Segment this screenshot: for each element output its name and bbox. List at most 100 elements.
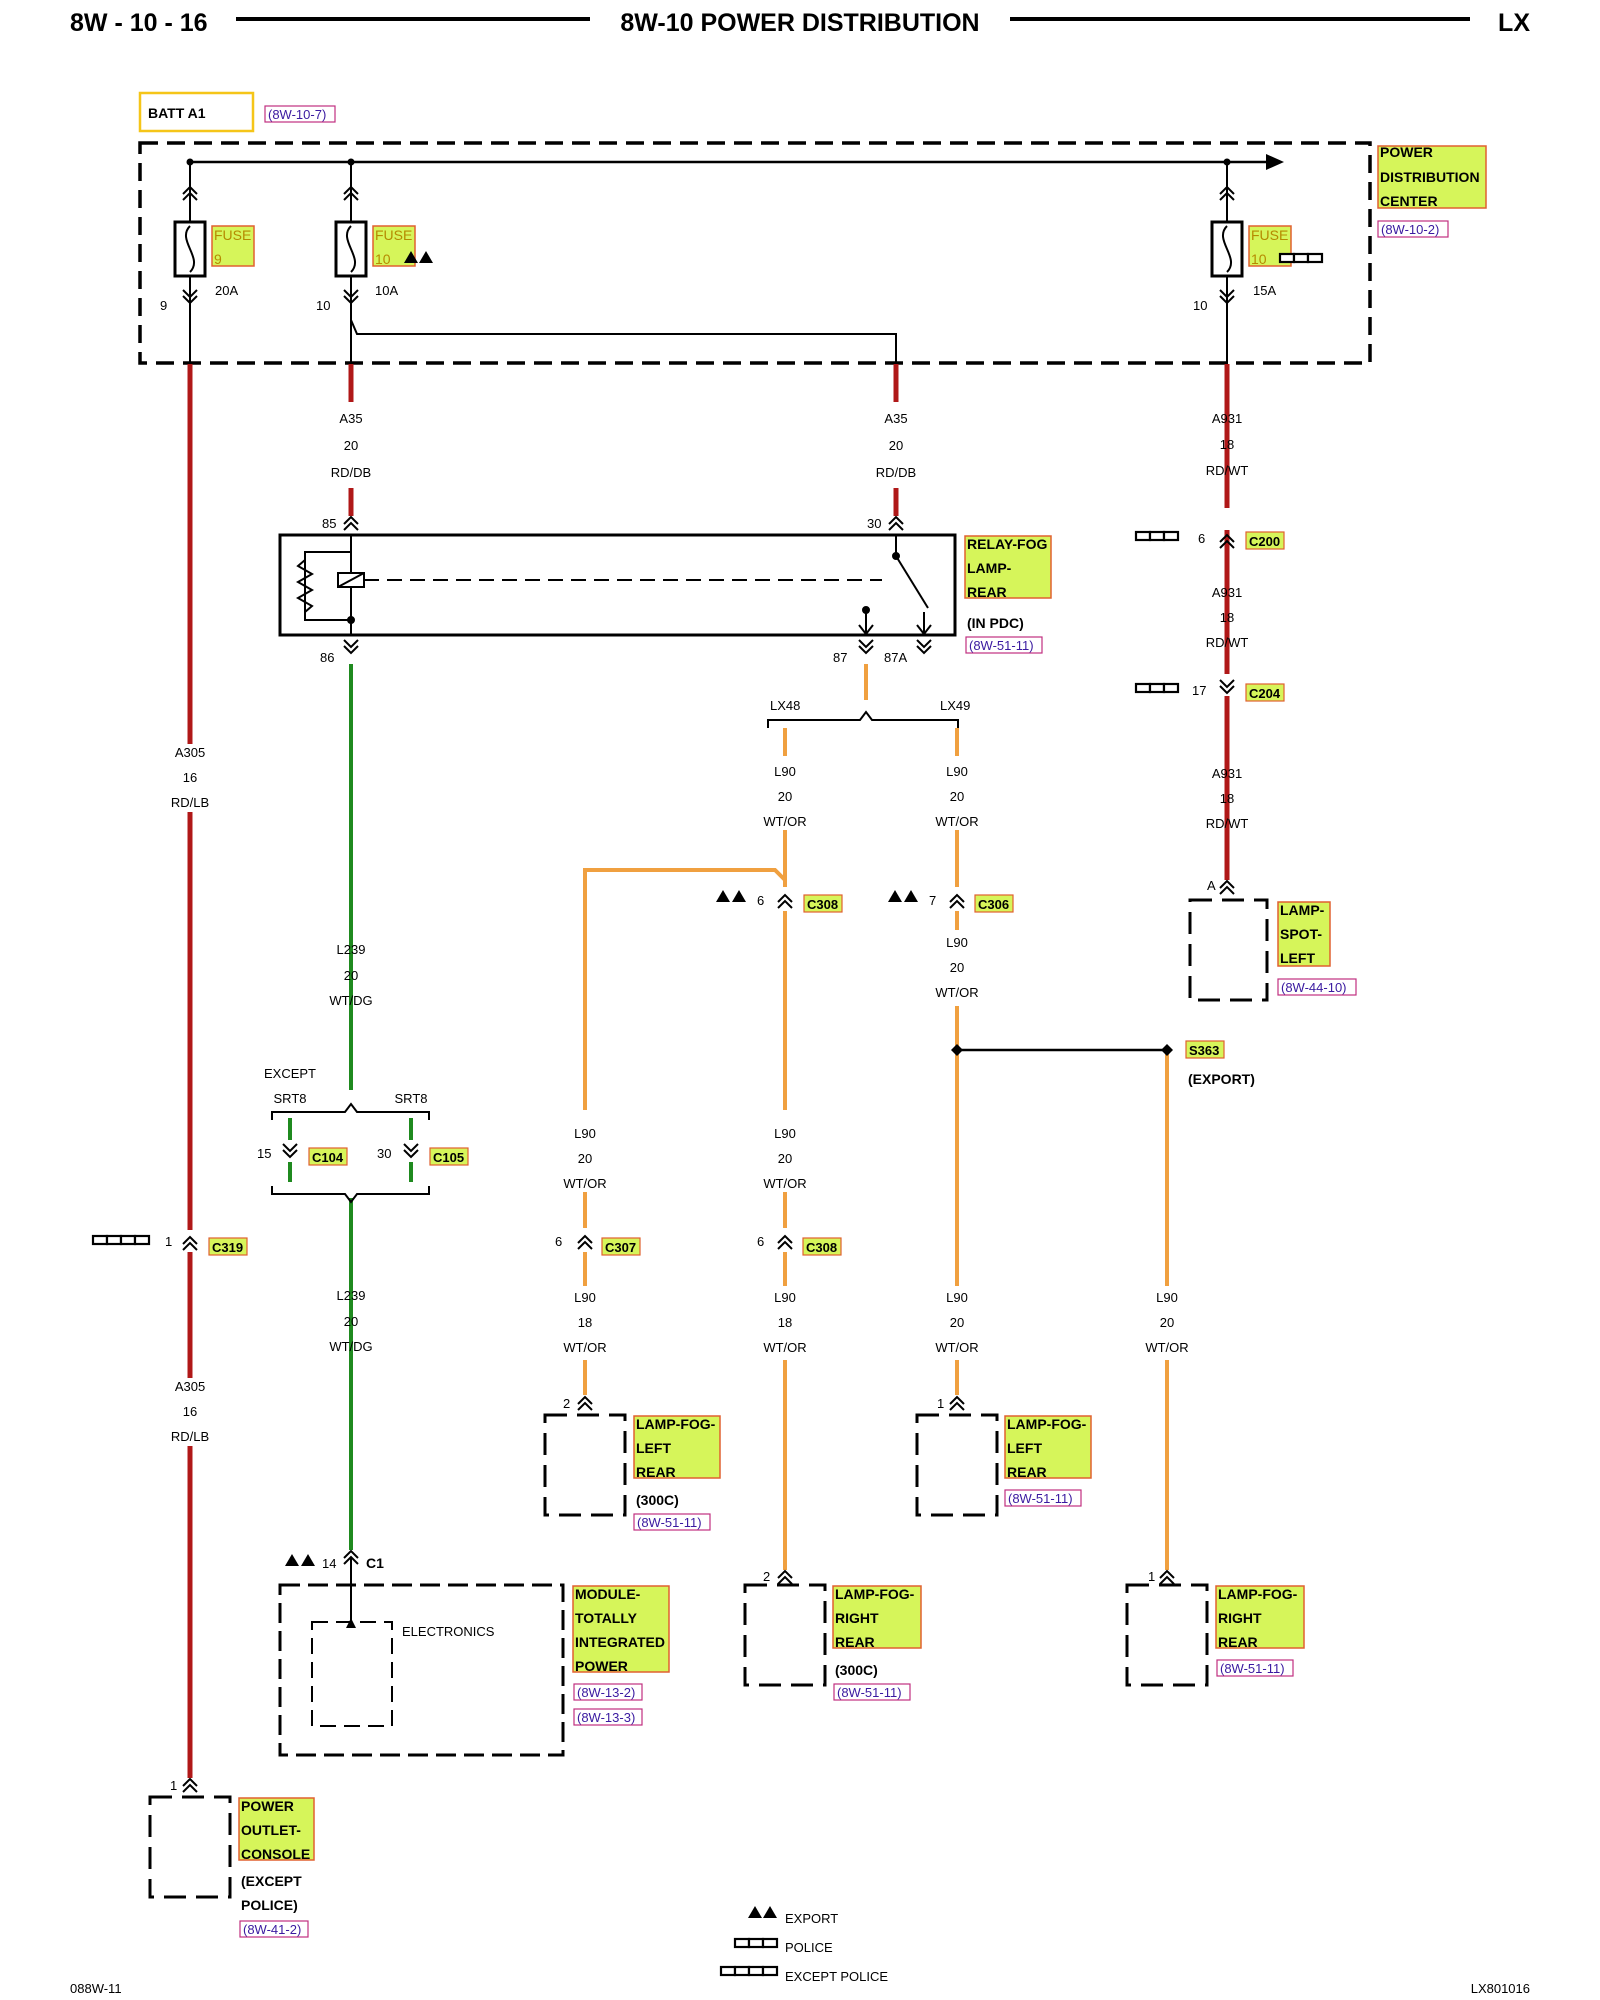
police-box-icon [1292, 252, 1310, 264]
fog-left-label-2: LEFT [1007, 1440, 1042, 1456]
footer-right-code: LX801016 [1471, 1981, 1530, 1996]
fuse-10-circuit [334, 162, 897, 364]
lx48-label: LX48 [770, 698, 800, 713]
a305-2-gauge: 16 [183, 1404, 197, 1419]
relay-pin86-icon [343, 639, 359, 654]
except-police-box-icon [119, 1234, 137, 1246]
a931-3-color: RD/WT [1206, 816, 1249, 831]
c204-label: C204 [1249, 686, 1281, 701]
relay-ref-box [965, 636, 1043, 654]
legend-export: EXPORT [785, 1911, 838, 1926]
tipm-ref1[interactable]: (8W-13-2) [577, 1685, 635, 1700]
fog-right-300c-ref[interactable]: (8W-51-11) [837, 1685, 902, 1700]
export-triangle-icon [301, 1554, 315, 1566]
a305-2-color: RD/LB [171, 1429, 209, 1444]
fuse-9-number: 9 [214, 251, 222, 267]
fog-left-300c-label-1: LAMP-FOG- [636, 1416, 716, 1432]
srt8-left-label: SRT8 [274, 1091, 307, 1106]
l90-d-gauge: 20 [578, 1151, 592, 1166]
l90-h-circuit: L90 [946, 1290, 968, 1305]
power-outlet-label-2: OUTLET- [241, 1822, 301, 1838]
a931-3-circuit: A931 [1212, 766, 1242, 781]
police-box-icon [1278, 252, 1296, 264]
fuse-9-circuit [173, 162, 207, 364]
c307-label-box [601, 1237, 641, 1256]
c1-label: C1 [366, 1555, 384, 1571]
l239-2-circuit: L239 [337, 1288, 366, 1303]
fog-left-pin-icon [949, 1396, 965, 1411]
fuse-10-pin: 10 [316, 298, 330, 313]
c200-label: C200 [1249, 534, 1280, 549]
c104-label-box [308, 1147, 348, 1166]
a35-left-circuit: A35 [339, 411, 362, 426]
c204-label-box [1245, 683, 1285, 702]
tipm-label-4: POWER [575, 1658, 628, 1674]
fog-left-300c-ref[interactable]: (8W-51-11) [637, 1515, 702, 1530]
l90-c-label-bg [930, 930, 984, 1002]
tipm-ref2[interactable]: (8W-13-3) [577, 1710, 635, 1725]
tipm-label-3: INTEGRATED [575, 1634, 665, 1650]
c105-pin: 30 [377, 1146, 391, 1161]
l90-e-circuit: L90 [774, 1126, 796, 1141]
spot-lamp-ref-box [1277, 978, 1357, 996]
police-box-icon [1148, 682, 1166, 694]
fuse-10b-pin: 10 [1193, 298, 1207, 313]
fog-right-300c-label-2: RIGHT [835, 1610, 879, 1626]
a305-1-label-bg [168, 744, 212, 812]
c319-label-box [208, 1237, 248, 1256]
legend-police: POLICE [785, 1940, 833, 1955]
fog-left-300c-ref-box [633, 1513, 711, 1531]
a931-2-color: RD/WT [1206, 635, 1249, 650]
fog-left-ref[interactable]: (8W-51-11) [1008, 1491, 1073, 1506]
c308-bot-label-box [802, 1237, 842, 1256]
power-outlet-pin: 1 [170, 1778, 177, 1793]
fog-left-ref-box [1004, 1489, 1082, 1507]
relay-note: (IN PDC) [967, 615, 1024, 631]
a931-2-circuit: A931 [1212, 585, 1242, 600]
battery-ref[interactable]: (8W-10-7) [268, 107, 326, 122]
l90-e-label-bg [758, 1120, 812, 1192]
fog-left-300c-label-2: LEFT [636, 1440, 671, 1456]
except-police-box-icon [91, 1234, 109, 1246]
s363-label: S363 [1189, 1043, 1219, 1058]
fuse-10b-amps: 15A [1253, 283, 1276, 298]
relay-pin87a: 87A [884, 650, 907, 665]
c200-label-box [1245, 531, 1285, 550]
spot-lamp-ref[interactable]: (8W-44-10) [1281, 980, 1347, 995]
relay-pin85-icon [343, 516, 359, 531]
power-outlet-box [148, 1795, 232, 1899]
lx49-label: LX49 [940, 698, 970, 713]
tipm-ref2-box [573, 1708, 643, 1726]
except-police-box-icon [133, 1234, 151, 1246]
a35-right-color: RD/DB [876, 465, 916, 480]
police-box-icon [1162, 530, 1180, 542]
c308-bot-label: C308 [806, 1240, 837, 1255]
spot-lamp-box [1188, 898, 1269, 1002]
a305-2-circuit: A305 [175, 1379, 205, 1394]
c104-pin: 15 [257, 1146, 271, 1161]
power-outlet-ref-box [239, 1920, 309, 1938]
srt8-option-brace [271, 1102, 430, 1204]
fog-right-ref[interactable]: (8W-51-11) [1220, 1661, 1285, 1676]
legend-police-box-icon [761, 1937, 779, 1949]
c307-label: C307 [605, 1240, 636, 1255]
l90-f-label-bg [558, 1286, 612, 1358]
c306-label: C306 [978, 897, 1009, 912]
c306-pin: 7 [929, 893, 936, 908]
l90-i-label-bg [1140, 1286, 1194, 1358]
l90-c-gauge: 20 [950, 960, 964, 975]
l239-1-gauge: 20 [344, 968, 358, 983]
l90-b-gauge: 20 [950, 789, 964, 804]
fog-right-ref-box [1216, 1659, 1294, 1677]
relay-ref[interactable]: (8W-51-11) [969, 638, 1034, 653]
battery-label-box [138, 91, 255, 133]
legend-export-triangle-icon [748, 1906, 762, 1918]
a305-1-gauge: 16 [183, 770, 197, 785]
a931-2-gauge: 18 [1220, 610, 1234, 625]
power-outlet-ref[interactable]: (8W-41-2) [243, 1922, 301, 1937]
pdc-ref[interactable]: (8W-10-2) [1381, 222, 1439, 237]
l90-d-color: WT/OR [563, 1176, 606, 1191]
a35-left-gauge: 20 [344, 438, 358, 453]
c105-label-box [429, 1147, 469, 1166]
